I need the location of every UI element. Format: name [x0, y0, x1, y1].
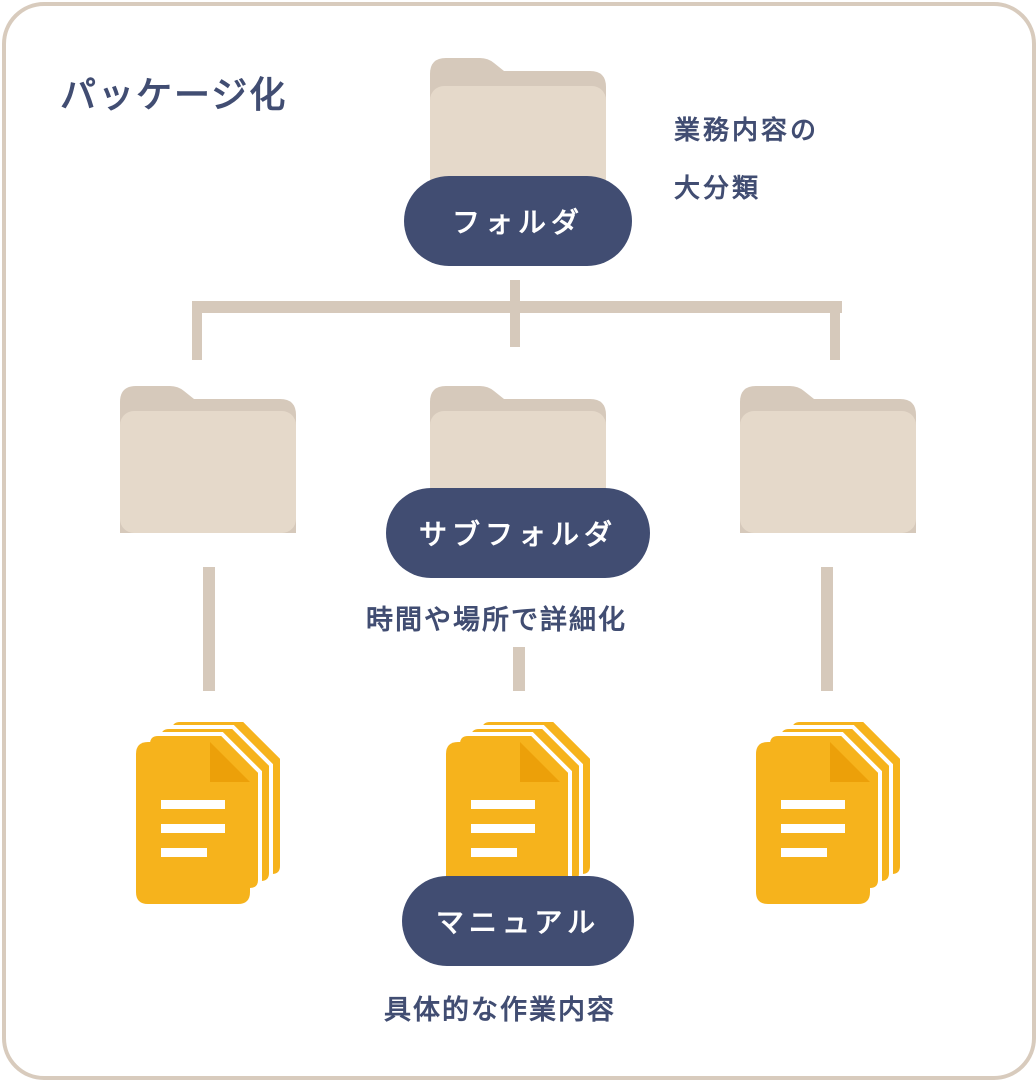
connector-bar — [192, 301, 842, 313]
document-stack-icon — [136, 718, 284, 904]
manual-label: マニュアル — [402, 876, 634, 966]
connector-left-docs — [203, 567, 215, 691]
manual-description: 具体的な作業内容 — [384, 995, 616, 1026]
document-stack-icon — [756, 718, 904, 904]
folder-label: フォルダ — [404, 176, 632, 266]
connector-center-docs — [513, 647, 525, 691]
connector-left — [192, 301, 202, 360]
folder-icon — [740, 386, 916, 533]
subfolder-description: 時間や場所で詳細化 — [366, 605, 627, 636]
subfolder-label: サブフォルダ — [386, 488, 650, 578]
connector-right-docs — [821, 567, 833, 691]
folder-description-line1: 業務内容の — [674, 116, 820, 146]
connector-trunk — [510, 280, 520, 347]
diagram-title: パッケージ化 — [60, 75, 288, 116]
document-stack-icon — [446, 718, 594, 904]
folder-icon — [120, 386, 296, 533]
connector-right — [830, 301, 840, 360]
folder-description-line2: 大分類 — [674, 174, 762, 204]
